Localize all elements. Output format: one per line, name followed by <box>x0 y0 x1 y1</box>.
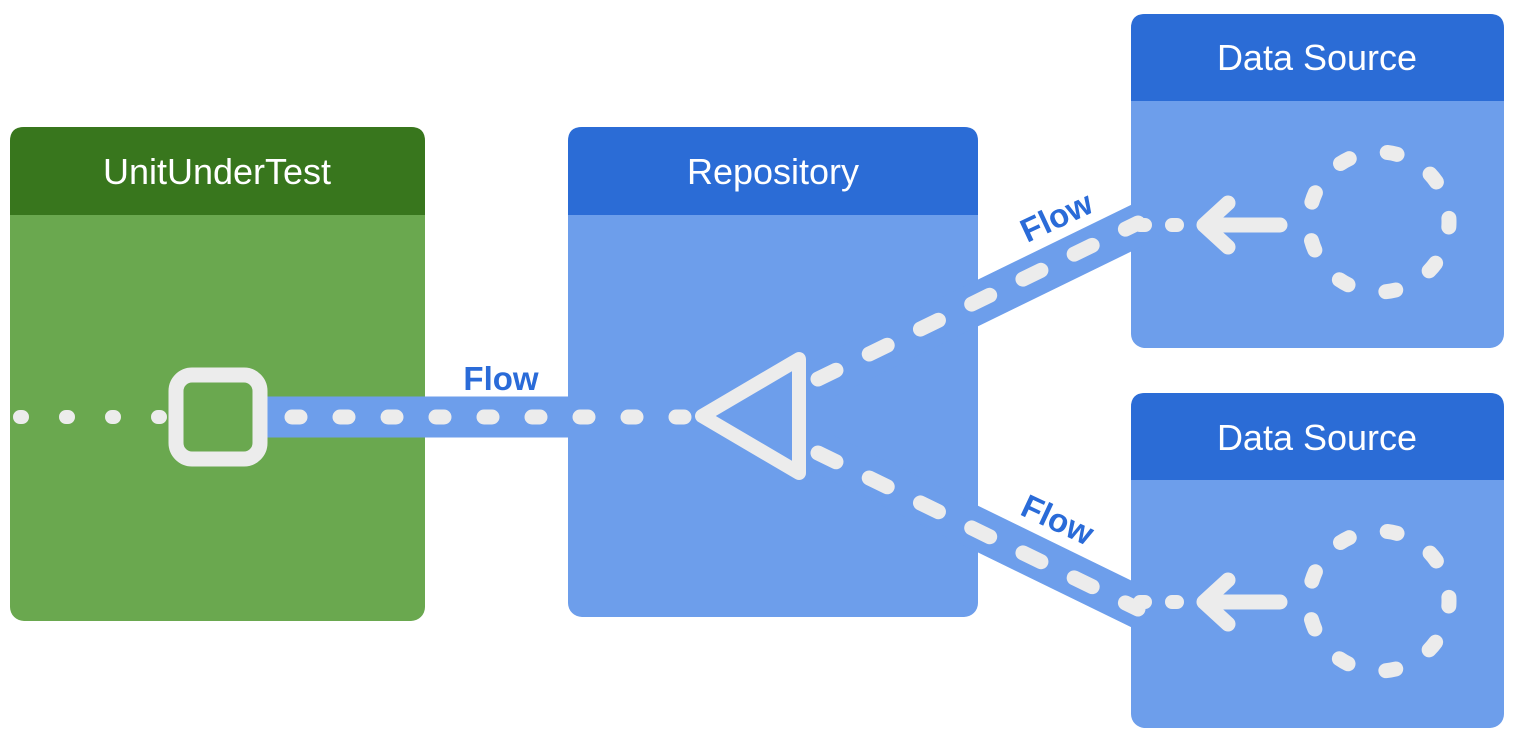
merge-triangle-icon <box>695 352 806 480</box>
left-arrow-icon-bottom <box>1196 572 1288 632</box>
unit-under-test-header <box>10 127 425 215</box>
flow-dashes-repository-to-data-source-top <box>810 215 1146 387</box>
data-source-bottom-title: Data Source <box>1217 417 1417 458</box>
unit-under-test-title: UnitUnderTest <box>103 151 331 192</box>
data-source-top-title: Data Source <box>1217 37 1417 78</box>
left-arrow-icon-top <box>1196 195 1288 255</box>
data-source-top-header <box>1131 14 1504 101</box>
data-source-bottom-header <box>1131 393 1504 480</box>
repository-header <box>568 127 978 215</box>
dashed-circle-icon-top <box>1301 144 1457 300</box>
repository-title: Repository <box>687 151 859 192</box>
flow-label-unit-to-repository: Flow <box>463 360 538 397</box>
dashed-circle-icon-bottom <box>1301 523 1457 679</box>
square-outlet-icon <box>168 367 268 467</box>
flow-dashes-repository-to-data-source-bottom <box>810 445 1146 617</box>
